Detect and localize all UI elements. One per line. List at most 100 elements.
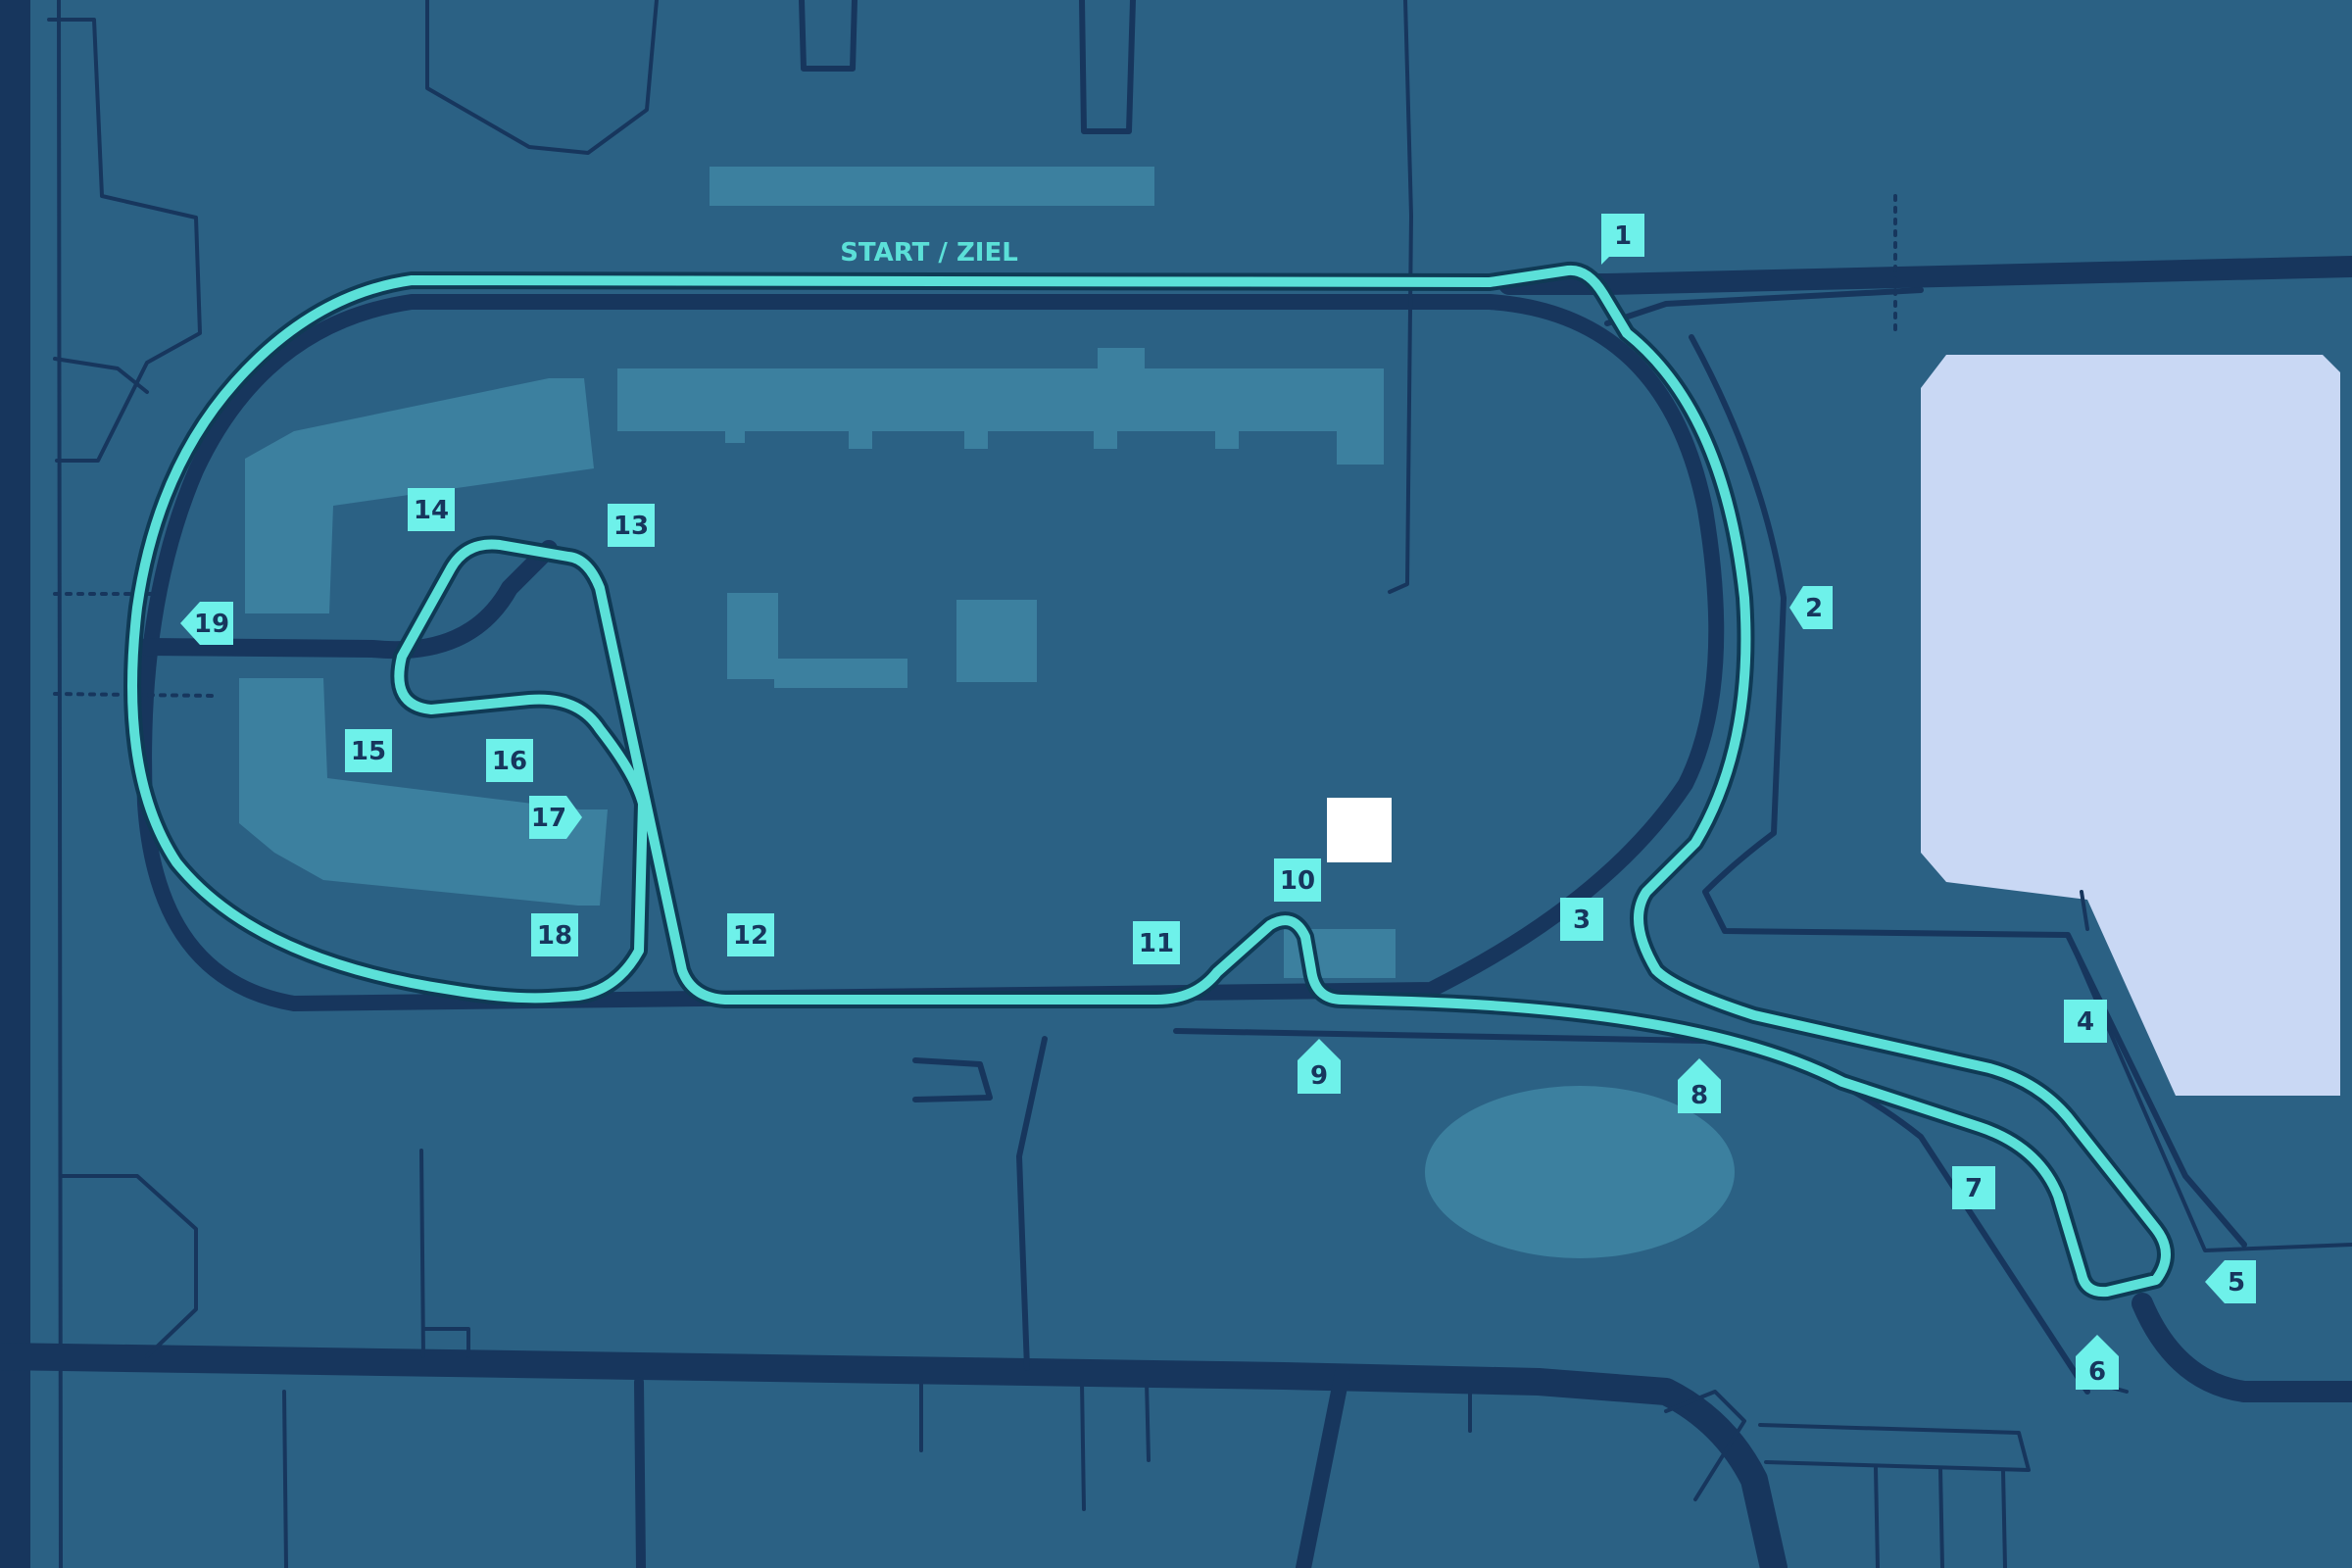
road-south-13 xyxy=(1874,1466,1880,1568)
corner-label: 4 xyxy=(2077,1007,2094,1037)
turn-marker-icon xyxy=(1274,858,1321,902)
building-north-strip xyxy=(710,167,1154,206)
road-south-branch xyxy=(1296,1364,1350,1568)
road-south-6 xyxy=(634,1377,646,1568)
corner-label: 8 xyxy=(1690,1081,1708,1110)
road-south-11 xyxy=(1664,1390,1746,1501)
turn-marker-icon xyxy=(529,796,582,839)
road-east-service xyxy=(1689,334,2247,1248)
road-south-west-block xyxy=(59,1174,198,1358)
corner-label: 1 xyxy=(1614,221,1632,251)
turn-marker-icon xyxy=(1601,214,1644,265)
race-track xyxy=(123,261,2175,1301)
buildings xyxy=(239,167,2340,1258)
turn-marker-icon xyxy=(2064,1000,2107,1043)
corner-marker-1[interactable]: 1 xyxy=(1601,214,1644,265)
road-east-edge-2 xyxy=(2080,890,2089,931)
corner-label: 10 xyxy=(1280,866,1315,896)
road-left-inner xyxy=(57,0,63,1568)
corner-marker-6[interactable]: 6 xyxy=(2076,1335,2119,1390)
road-south-main xyxy=(0,1343,1788,1568)
building-grandstand xyxy=(617,348,1384,465)
turn-marker-icon xyxy=(2205,1260,2256,1303)
road-south-east xyxy=(2132,1293,2352,1402)
road-south-1 xyxy=(419,1149,425,1358)
road-south-2 xyxy=(423,1327,470,1358)
corner-label: 17 xyxy=(531,804,566,833)
corner-marker-18[interactable]: 18 xyxy=(531,913,578,956)
turn-marker-icon xyxy=(727,913,774,956)
corner-label: 9 xyxy=(1310,1061,1328,1091)
corner-label: 18 xyxy=(537,921,572,951)
road-north-west xyxy=(47,18,202,463)
road-north-1 xyxy=(425,0,659,155)
road-south-3 xyxy=(1016,1036,1048,1371)
turn-marker-icon xyxy=(608,504,655,547)
building-center-a xyxy=(727,593,778,679)
road-south-9 xyxy=(1145,1380,1151,1462)
corner-marker-12[interactable]: 12 xyxy=(727,913,774,956)
corner-marker-10[interactable]: 10 xyxy=(1274,858,1321,902)
turn-marker-icon xyxy=(531,913,578,956)
corner-marker-4[interactable]: 4 xyxy=(2064,1000,2107,1043)
turn-marker-icon xyxy=(1678,1058,1721,1113)
corner-label: 12 xyxy=(733,921,768,951)
building-inner-l-lower xyxy=(239,678,608,906)
turn-marker-icon xyxy=(408,488,455,531)
road-north-2 xyxy=(799,0,858,72)
turn-marker-icon xyxy=(2076,1335,2119,1390)
corner-marker-3[interactable]: 3 xyxy=(1560,898,1603,941)
corner-marker-17[interactable]: 17 xyxy=(529,796,582,839)
lake xyxy=(1425,1086,1735,1258)
turn-marker-icon xyxy=(1789,586,1833,629)
turn-marker-icon xyxy=(1133,921,1180,964)
corner-marker-15[interactable]: 15 xyxy=(345,729,392,772)
start-finish-label: START / ZIEL xyxy=(840,238,1018,268)
turn-marker-icon xyxy=(1560,898,1603,941)
corner-markers: 1 2 3 4 5 6 7 8 xyxy=(180,214,2256,1390)
corner-marker-11[interactable]: 11 xyxy=(1133,921,1180,964)
road-south-12 xyxy=(1758,1423,2031,1472)
corner-marker-9[interactable]: 9 xyxy=(1298,1039,1341,1094)
track-line xyxy=(127,265,2171,1298)
corner-label: 3 xyxy=(1573,906,1591,935)
corner-label: 13 xyxy=(613,512,649,541)
corner-label: 5 xyxy=(2228,1268,2245,1298)
road-south-14 xyxy=(1938,1466,1944,1568)
turn-marker-icon xyxy=(1952,1166,1995,1209)
road-south-8 xyxy=(1080,1380,1086,1511)
corner-label: 19 xyxy=(194,610,229,639)
road-south-15 xyxy=(2001,1468,2007,1568)
road-north-4 xyxy=(1388,0,1413,594)
corner-label: 11 xyxy=(1139,929,1174,958)
corner-marker-16[interactable]: 16 xyxy=(486,739,533,782)
corner-marker-5[interactable]: 5 xyxy=(2205,1260,2256,1303)
corner-marker-19[interactable]: 19 xyxy=(180,602,233,645)
corner-label: 6 xyxy=(2088,1357,2106,1387)
building-center-c xyxy=(956,600,1037,682)
corner-marker-7[interactable]: 7 xyxy=(1952,1166,1995,1209)
white-square-landmark xyxy=(1327,798,1392,862)
turn-marker-icon xyxy=(486,739,533,782)
corner-marker-13[interactable]: 13 xyxy=(608,504,655,547)
turn-marker-icon xyxy=(180,602,233,645)
corner-marker-8[interactable]: 8 xyxy=(1678,1058,1721,1113)
corner-label: 7 xyxy=(1965,1174,1983,1203)
road-inner-oval xyxy=(136,294,1725,1011)
corner-marker-2[interactable]: 2 xyxy=(1789,586,1833,629)
road-west-stub xyxy=(53,357,149,394)
corner-label: 16 xyxy=(492,747,527,776)
road-west-link xyxy=(138,540,558,660)
corner-label: 15 xyxy=(351,737,386,766)
parking-lot xyxy=(1921,355,2340,1096)
corner-marker-14[interactable]: 14 xyxy=(408,488,455,531)
building-center-b xyxy=(774,659,907,688)
road-south-5 xyxy=(282,1390,288,1568)
turn-marker-icon xyxy=(345,729,392,772)
road-east-edge-1 xyxy=(2066,933,2352,1252)
road-south-4 xyxy=(912,1057,993,1102)
corner-label: 14 xyxy=(414,496,449,525)
building-inner-l-upper xyxy=(245,378,594,613)
